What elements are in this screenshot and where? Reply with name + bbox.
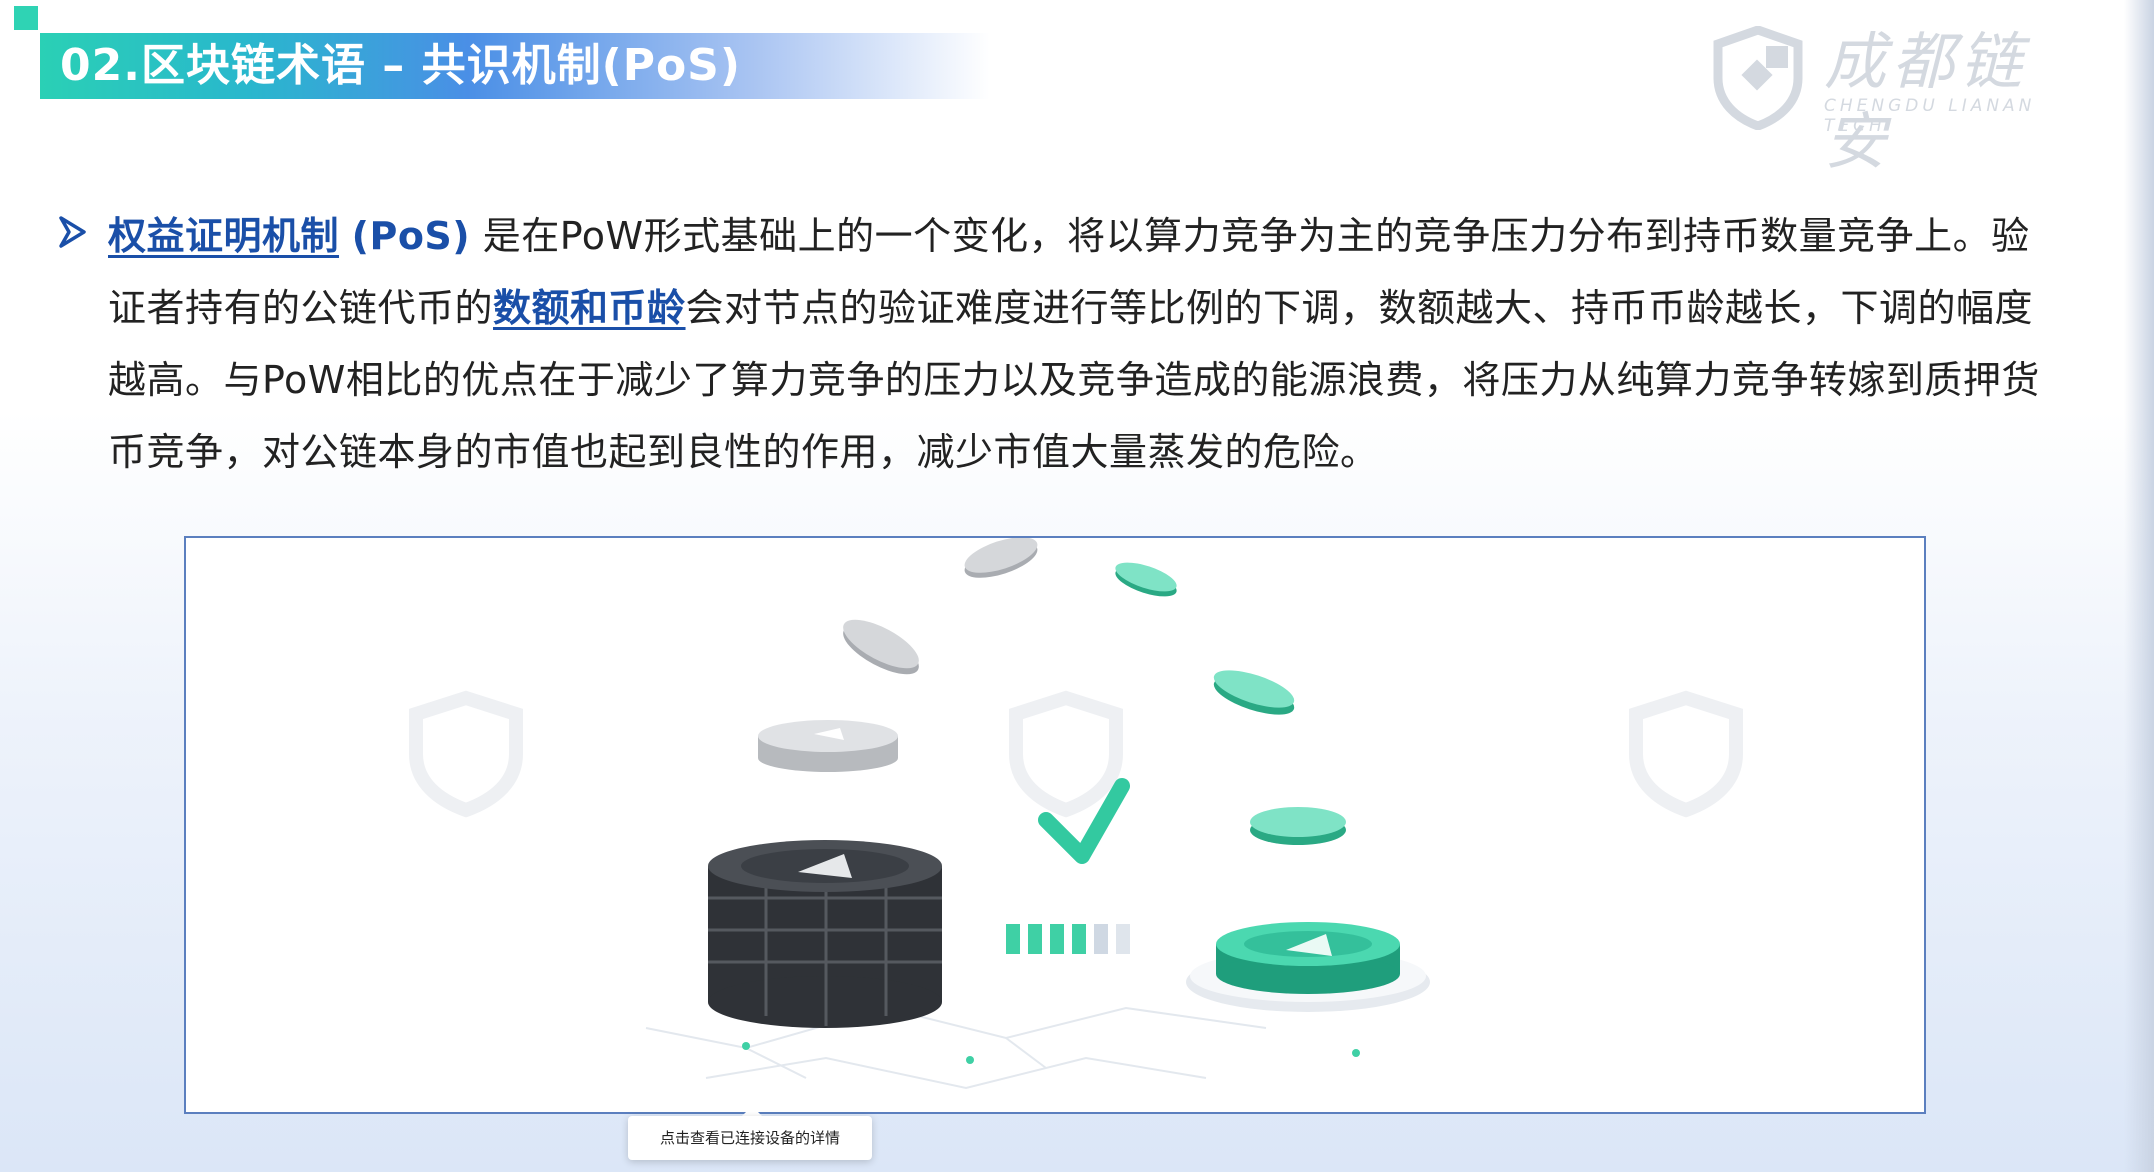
- arrow-bullet-icon: [59, 216, 86, 248]
- highlight-link[interactable]: 数额和币龄: [493, 286, 686, 330]
- green-coin-icon: [1115, 562, 1177, 597]
- logo-name-en: CHENGDU LIANAN TECH: [1824, 96, 2036, 136]
- title-banner: [40, 33, 990, 99]
- shield-logo-icon: [1713, 26, 1803, 130]
- term-abbr: (PoS): [351, 214, 471, 258]
- checkmark-icon: [1038, 778, 1130, 864]
- slide-title: 02.区块链术语 – 共识机制(PoS): [60, 40, 741, 91]
- description-part-1: 是在PoW形式基础上的一个变化，将以算力竞争为主的竞争压力分布到持币数量竞争上。…: [108, 214, 2030, 330]
- grey-coin-icon: [758, 720, 898, 772]
- corner-accent: [14, 6, 38, 30]
- watermark-shield-icon: [409, 690, 1743, 818]
- dark-coin-stack-icon: [708, 840, 942, 1028]
- slide-right-shadow: [2124, 0, 2154, 1172]
- progress-bars-icon: [1006, 924, 1130, 954]
- pos-illustration: [184, 536, 1926, 1114]
- green-coin-icon: [1213, 670, 1295, 715]
- description-part-2: 会对节点的验证难度进行等比例的下调，数额越大、持币币龄越长，下调的幅度越高。与P…: [108, 286, 2040, 474]
- grey-coin-icon: [964, 538, 1038, 578]
- pos-description: 权益证明机制 (PoS) 是在PoW形式基础上的一个变化，将以算力竞争为主的竞争…: [108, 200, 2068, 488]
- company-logo: 成都链安 CHENGDU LIANAN TECH: [1710, 22, 2090, 178]
- term-link[interactable]: 权益证明机制: [108, 214, 340, 258]
- logo-name-cn: 成都链安: [1824, 25, 2029, 178]
- tooltip-arrow: [742, 1106, 762, 1116]
- green-coin-icon: [1250, 807, 1346, 845]
- green-coin-platform-icon: [1186, 922, 1430, 1012]
- network-lines: [645, 1006, 1267, 1090]
- connected-devices-tooltip[interactable]: 点击查看已连接设备的详情: [628, 1116, 872, 1160]
- pos-illustration-graphic: [409, 538, 1743, 1090]
- grey-coin-icon: [843, 619, 919, 675]
